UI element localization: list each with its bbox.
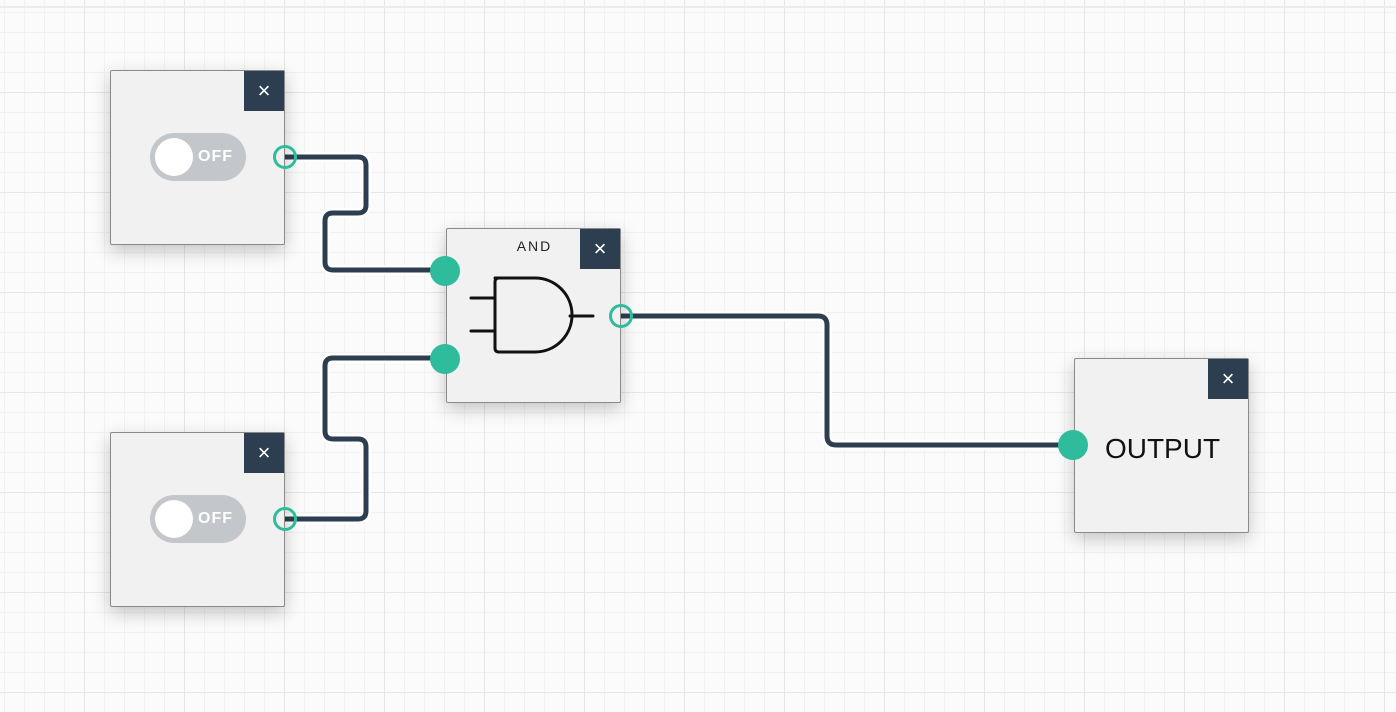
close-icon[interactable]: × [1208,359,1248,399]
wire-switch1-to-and[interactable] [285,154,445,273]
switch-2-output-port[interactable] [273,507,297,531]
close-icon[interactable]: × [580,229,620,269]
close-icon[interactable]: × [244,71,284,111]
and-output-port[interactable] [609,304,633,328]
and-gate-symbol-icon [469,276,595,354]
toggle-knob [155,138,193,176]
output-node[interactable]: × OUTPUT [1074,358,1249,533]
wire-switch2-to-and[interactable] [285,355,445,522]
and-input-port-b[interactable] [430,344,460,374]
switch-node-1[interactable]: × OFF [110,70,285,245]
canvas-top-border [0,6,1396,8]
toggle-state-label: OFF [198,510,233,527]
and-input-port-a[interactable] [430,256,460,286]
wire-and-to-output[interactable] [621,313,1073,448]
close-icon[interactable]: × [244,433,284,473]
toggle-knob [155,500,193,538]
switch-1-output-port[interactable] [273,145,297,169]
toggle-state-label: OFF [198,148,233,165]
toggle-switch[interactable]: OFF [150,495,246,543]
output-input-port[interactable] [1058,430,1088,460]
switch-node-2[interactable]: × OFF [110,432,285,607]
output-label: OUTPUT [1104,433,1221,464]
gate-title: AND [516,238,553,254]
toggle-switch[interactable]: OFF [150,133,246,181]
and-gate-node[interactable]: AND × [446,228,621,403]
